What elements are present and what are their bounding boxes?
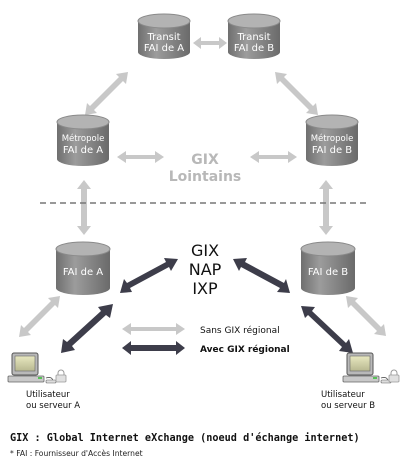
gix-lointains-line-2: Lointains bbox=[169, 169, 242, 185]
computer-icon bbox=[7, 352, 57, 384]
dark-arrows bbox=[61, 258, 353, 355]
arrow-transit-a-metro-a bbox=[85, 72, 128, 115]
computer-icon bbox=[342, 352, 392, 384]
arrow-fai-b-user-b-dark bbox=[301, 306, 353, 353]
legend-dark-arrow bbox=[122, 341, 185, 355]
gix-definition: GIX : Global Internet eXchange (noeud d'… bbox=[10, 433, 360, 444]
gix-nap-ixp-line-2: NAP bbox=[189, 260, 222, 279]
user-b-line-1: Utilisateur bbox=[321, 390, 365, 400]
transit-a-label-2: FAI de A bbox=[144, 43, 184, 54]
user-b-line-2: ou serveur B bbox=[321, 401, 375, 411]
arrow-metro-a-gix-lointains bbox=[117, 151, 164, 163]
arrow-transit-b-metro-b bbox=[275, 72, 318, 115]
cylinder-metro-b: Métropole FAI de B bbox=[305, 114, 359, 166]
gix-nap-ixp-line-3: IXP bbox=[192, 279, 218, 298]
transit-b-label-2: FAI de B bbox=[234, 43, 274, 54]
lock-icon bbox=[55, 369, 67, 383]
legend-without-regional: Sans GIX régional bbox=[200, 325, 280, 336]
fai-a-label: FAI de A bbox=[63, 267, 103, 278]
metro-a-label-1: Métropole bbox=[62, 133, 105, 144]
gix-lointains-label: GIX Lointains bbox=[169, 152, 242, 185]
user-a-line-2: ou serveur A bbox=[26, 401, 80, 411]
legend-with-regional: Avec GIX régional bbox=[200, 344, 290, 355]
cylinder-fai-b: FAI de B bbox=[300, 241, 356, 295]
legend-light-arrow bbox=[122, 323, 185, 335]
fai-footnote: * FAI : Fournisseur d'Accès Internet bbox=[10, 449, 143, 458]
gix-lointains-line-1: GIX bbox=[191, 152, 219, 168]
arrow-fai-a-user-a-dark bbox=[61, 304, 113, 353]
arrow-gix-fai-b bbox=[233, 258, 290, 293]
transit-b-label-1: Transit bbox=[236, 32, 270, 43]
arrow-fai-a-user-a-light bbox=[19, 296, 60, 337]
fai-b-label: FAI de B bbox=[308, 267, 348, 278]
arrow-fai-b-user-b-light bbox=[346, 296, 386, 336]
arrow-metro-b-fai-b bbox=[319, 180, 333, 235]
arrow-fai-a-gix bbox=[120, 258, 178, 293]
cylinder-transit-a: Transit FAI de A bbox=[137, 13, 191, 59]
gix-nap-ixp-line-1: GIX bbox=[191, 241, 219, 260]
user-a-label: Utilisateur ou serveur A bbox=[26, 390, 80, 411]
metro-b-label-1: Métropole bbox=[311, 133, 354, 144]
arrow-metro-a-fai-a bbox=[77, 180, 91, 235]
metro-a-label-2: FAI de A bbox=[63, 145, 103, 156]
cylinder-transit-b: Transit FAI de B bbox=[227, 13, 281, 59]
lock-icon bbox=[388, 369, 400, 383]
transit-a-label-1: Transit bbox=[146, 32, 180, 43]
arrow-gix-lointains-metro-b bbox=[250, 151, 297, 163]
light-arrows bbox=[19, 37, 386, 337]
gix-nap-ixp-label: GIX NAP IXP bbox=[189, 241, 222, 298]
cylinder-fai-a: FAI de A bbox=[55, 241, 111, 295]
cylinder-metro-a: Métropole FAI de A bbox=[56, 114, 110, 166]
metro-b-label-2: FAI de B bbox=[312, 145, 352, 156]
user-b-label: Utilisateur ou serveur B bbox=[321, 390, 375, 411]
user-a-line-1: Utilisateur bbox=[26, 390, 70, 400]
arrow-transit-a-transit-b bbox=[193, 37, 227, 49]
